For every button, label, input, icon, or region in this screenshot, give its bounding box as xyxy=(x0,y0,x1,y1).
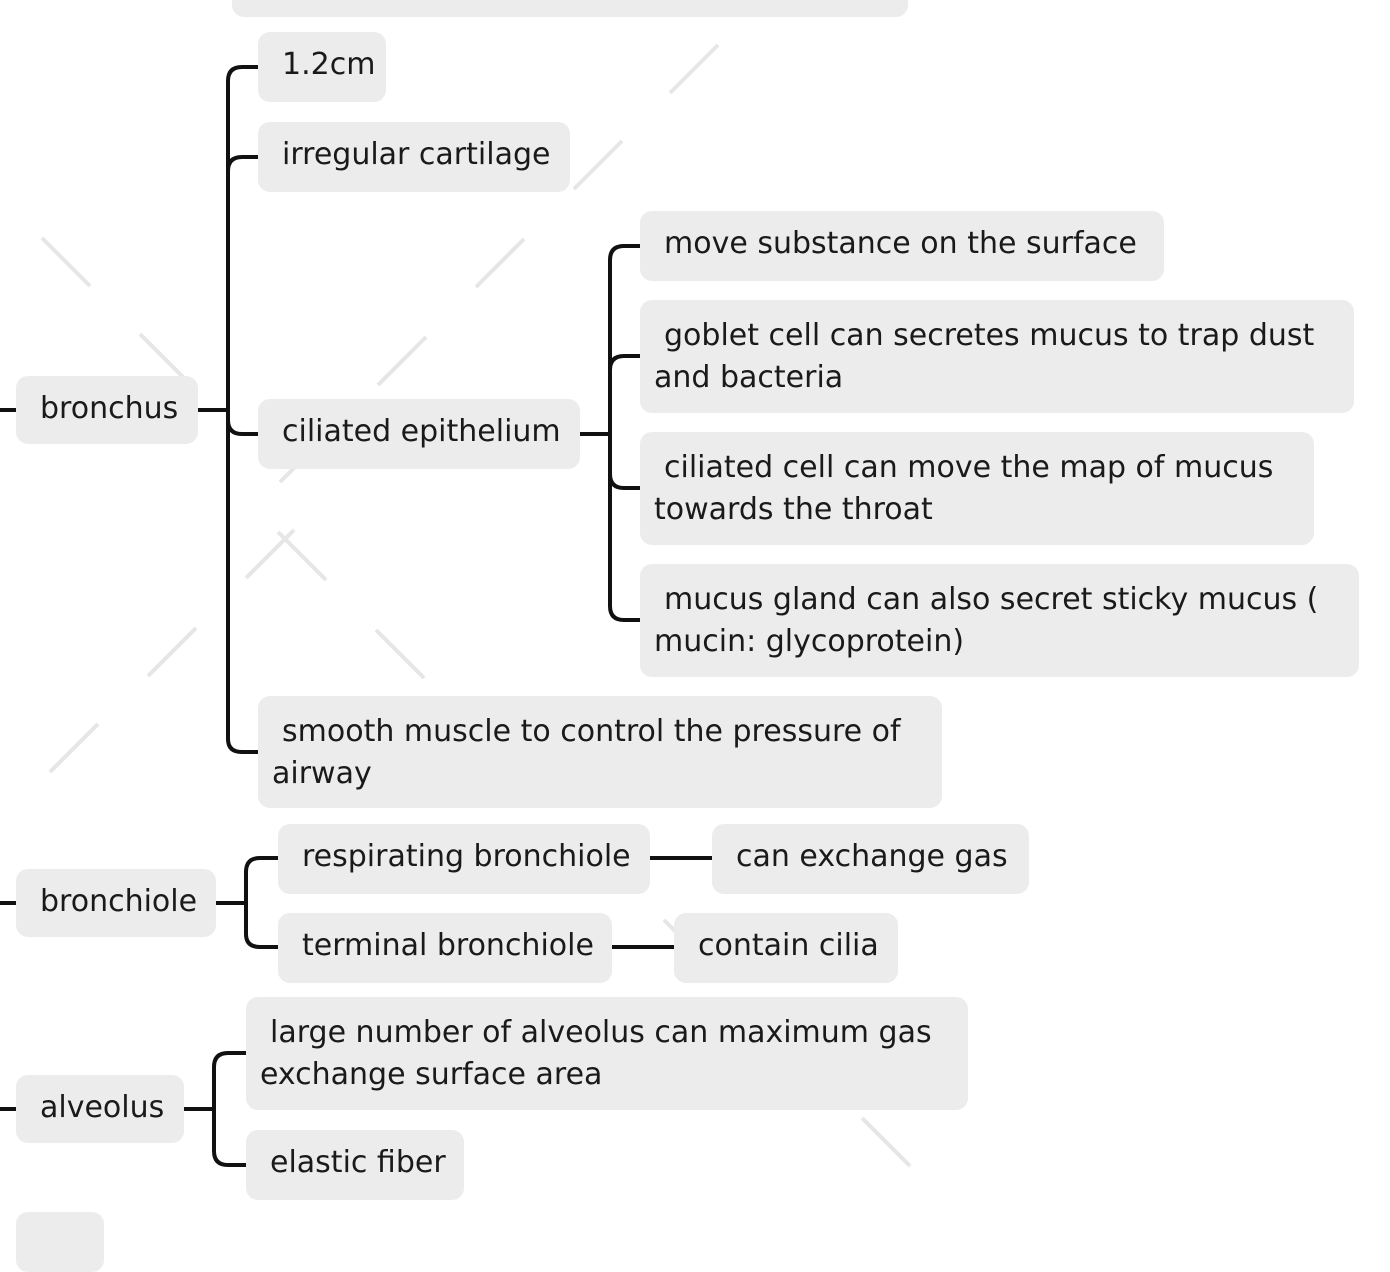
node-ciliated-cell-label: ciliated cell can move the map of mucus … xyxy=(654,450,1274,527)
node-ciliated-epithelium-label: ciliated epithelium xyxy=(282,414,561,449)
node-smooth-muscle-label: smooth muscle to control the pressure of… xyxy=(272,714,901,791)
node-terminal-bronchiole-label: terminal bronchiole xyxy=(302,928,594,963)
node-respirating-bronchiole-label: respirating bronchiole xyxy=(302,839,631,874)
node-large-number-alveolus-label: large number of alveolus can maximum gas… xyxy=(260,1015,932,1092)
node-bronchus[interactable]: bronchus xyxy=(16,376,198,444)
node-bronchiole-label: bronchiole xyxy=(40,884,198,919)
node-diameter[interactable]: 1.2cm xyxy=(258,32,386,102)
node-terminal-bronchiole[interactable]: terminal bronchiole xyxy=(278,913,612,983)
node-bronchus-label: bronchus xyxy=(40,391,179,426)
node-goblet-cell[interactable]: goblet cell can secretes mucus to trap d… xyxy=(640,300,1354,413)
node-ciliated-epithelium[interactable]: ciliated epithelium xyxy=(258,399,580,469)
node-contain-cilia[interactable]: contain cilia xyxy=(674,913,898,983)
node-elastic-fiber[interactable]: elastic fiber xyxy=(246,1130,464,1200)
node-ciliated-cell[interactable]: ciliated cell can move the map of mucus … xyxy=(640,432,1314,545)
node-move-substance[interactable]: move substance on the surface xyxy=(640,211,1164,281)
node-irregular-cartilage[interactable]: irregular cartilage xyxy=(258,122,570,192)
node-mucus-gland[interactable]: mucus gland can also secret sticky mucus… xyxy=(640,564,1359,677)
node-goblet-cell-label: goblet cell can secretes mucus to trap d… xyxy=(654,318,1315,395)
node-respirating-bronchiole[interactable]: respirating bronchiole xyxy=(278,824,650,894)
top-partial-node[interactable] xyxy=(232,0,908,17)
node-alveolus-label: alveolus xyxy=(40,1090,165,1125)
node-bronchiole[interactable]: bronchiole xyxy=(16,869,216,937)
connector-lines xyxy=(0,65,712,1167)
node-diameter-label: 1.2cm xyxy=(282,47,376,82)
node-can-exchange-gas-label: can exchange gas xyxy=(736,839,1008,874)
node-can-exchange-gas[interactable]: can exchange gas xyxy=(712,824,1029,894)
node-move-substance-label: move substance on the surface xyxy=(664,226,1137,261)
node-irregular-cartilage-label: irregular cartilage xyxy=(282,137,551,172)
node-contain-cilia-label: contain cilia xyxy=(698,928,879,963)
node-smooth-muscle[interactable]: smooth muscle to control the pressure of… xyxy=(258,696,942,808)
node-mucus-gland-label: mucus gland can also secret sticky mucus… xyxy=(654,582,1319,659)
node-elastic-fiber-label: elastic fiber xyxy=(270,1145,446,1180)
node-large-number-alveolus[interactable]: large number of alveolus can maximum gas… xyxy=(246,997,968,1110)
node-alveolus[interactable]: alveolus xyxy=(16,1075,184,1143)
bottom-partial-node[interactable] xyxy=(16,1212,104,1272)
